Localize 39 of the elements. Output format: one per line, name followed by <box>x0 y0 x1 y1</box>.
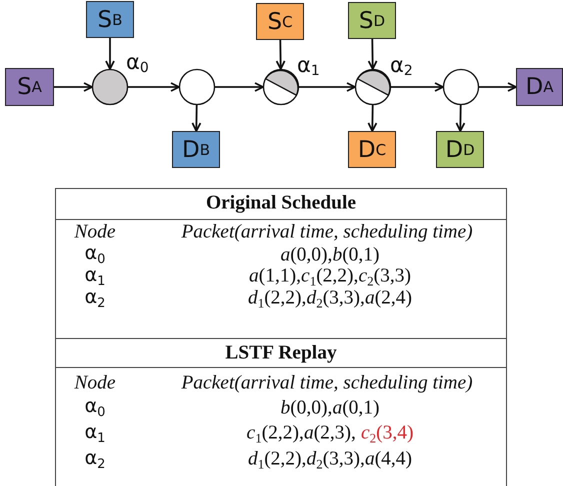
node-label: α$_{0}$ <box>126 50 149 76</box>
column-heading: Node <box>74 373 116 393</box>
arrow <box>299 82 356 92</box>
arrow <box>192 104 202 132</box>
split-circle-node <box>354 68 392 106</box>
row-label: α$_{0}$ <box>84 244 106 266</box>
arrow <box>128 82 180 92</box>
arrow <box>456 104 466 132</box>
row-label: α$_{1}$ <box>84 266 106 288</box>
arrow <box>105 38 115 70</box>
table-entry: b(0,0),a(0,1) <box>280 398 380 418</box>
column-heading: Packet(arrival time, scheduling time) <box>181 222 473 242</box>
arrow <box>391 82 444 92</box>
arrow <box>368 104 378 132</box>
column-heading: Packet(arrival time, scheduling time) <box>181 373 473 393</box>
row-label: α$_{1}$ <box>84 423 106 445</box>
circle-node <box>91 68 129 106</box>
row-label: α$_{0}$ <box>84 397 106 419</box>
table-entry: d$_{1}$(2,2),d$_{2}$(3,3),a(4,4) <box>248 450 412 470</box>
circle-node <box>442 68 480 106</box>
arrow <box>215 82 264 92</box>
table-entry: a(1,1),c$_{1}$(2,2),c$_{2}$(3,3) <box>249 266 411 288</box>
column-heading: Node <box>74 222 116 242</box>
table-entry: c$_{2}$(3,4) <box>360 424 414 444</box>
arrow <box>368 38 378 70</box>
arrow <box>479 82 517 92</box>
arrow <box>54 82 93 92</box>
table-entry: c$_{1}$(2,2),a(2,3), <box>246 424 356 444</box>
table-heading: Original Schedule <box>206 193 356 213</box>
arrow <box>276 40 286 70</box>
node-label: α$_{2}$ <box>390 53 413 79</box>
node-label: α$_{1}$ <box>297 53 320 79</box>
row-label: α$_{2}$ <box>84 449 106 471</box>
table-heading: LSTF Replay <box>225 343 337 363</box>
split-circle-node <box>262 68 300 106</box>
row-label: α$_{2}$ <box>84 288 106 310</box>
table-entry: a(0,0),b(0,1) <box>280 245 380 265</box>
circle-node <box>178 68 216 106</box>
table-entry: d$_{1}$(2,2),d$_{2}$(3,3),a(2,4) <box>248 288 412 310</box>
